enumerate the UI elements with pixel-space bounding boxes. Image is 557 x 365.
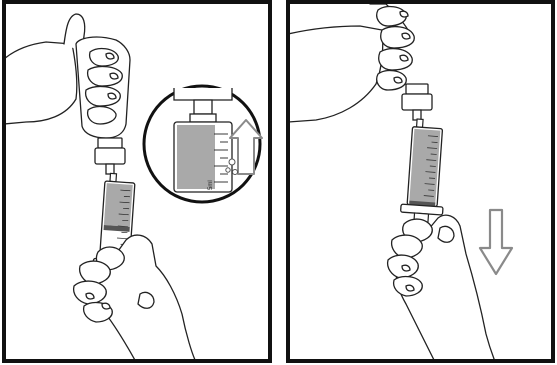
step-1-illustration: 5ml — [6, 4, 268, 359]
hand-pulling-plunger-icon — [388, 215, 496, 359]
step-2-panel — [286, 0, 555, 363]
step-2-illustration — [290, 4, 551, 359]
hand-pulling-plunger-icon — [74, 235, 196, 359]
bottle-adapter-icon — [402, 84, 432, 120]
hand-holding-bottle-icon — [290, 4, 414, 122]
step-1-panel: 5ml — [2, 0, 272, 363]
inset-unit-label: 5ml — [208, 180, 214, 190]
hand-holding-bottle-icon — [6, 14, 130, 138]
magnified-syringe-inset-icon: 5ml — [144, 86, 262, 202]
down-arrow-icon — [480, 210, 512, 274]
bottle-adapter-icon — [95, 138, 125, 174]
